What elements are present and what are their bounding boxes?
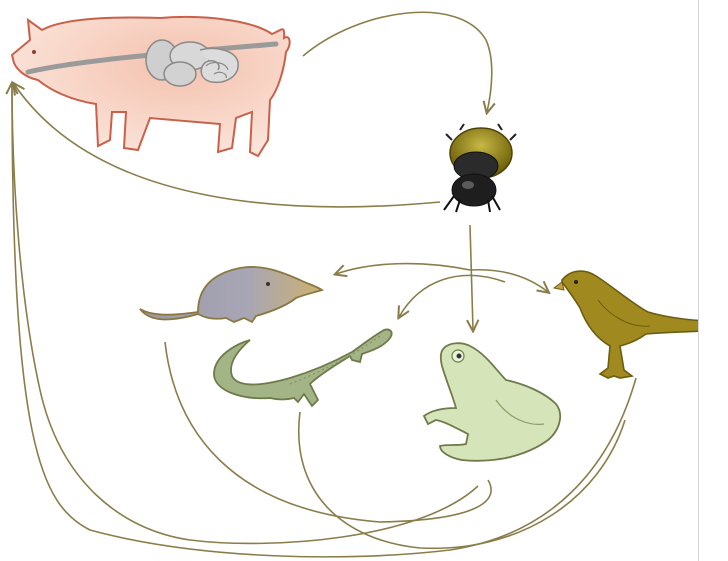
arrow-lizard-to-pig <box>299 412 625 548</box>
arrow-beetle-to-frog <box>470 225 473 330</box>
beetle-icon <box>444 124 516 212</box>
pig-icon <box>12 17 290 156</box>
arrow-pig-to-beetle <box>303 12 492 112</box>
shrew-icon <box>140 267 322 322</box>
arrow-beetle-to-bird <box>470 270 548 292</box>
right-divider <box>698 0 699 561</box>
arrow-beetle-to-lizard <box>399 275 505 317</box>
lizard-icon <box>214 329 392 406</box>
food-web-diagram <box>0 0 698 561</box>
arrow-bird-to-pig <box>12 84 636 557</box>
arrow-beetle-to-shrew <box>336 264 470 274</box>
bird-icon <box>554 271 698 378</box>
frog-icon <box>424 343 560 461</box>
